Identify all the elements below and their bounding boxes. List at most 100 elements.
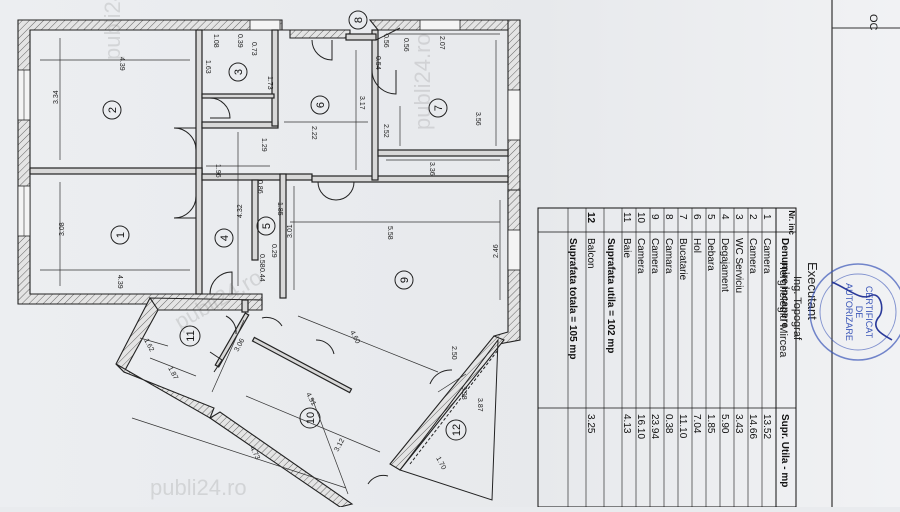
table-row: 8 Camara 0.38 bbox=[663, 214, 674, 434]
svg-text:14.66: 14.66 bbox=[747, 414, 758, 439]
room-number: 4 bbox=[219, 235, 231, 241]
svg-text:Camera: Camera bbox=[761, 238, 772, 274]
table-header-name: Denumire incapere bbox=[779, 238, 790, 328]
dim-label: 1.87 bbox=[166, 366, 179, 381]
svg-text:publi24.ro: publi24.ro bbox=[150, 475, 247, 500]
dim-label: 4.39 bbox=[116, 275, 123, 289]
dim-label: 2.46 bbox=[493, 244, 500, 258]
dim-label: 0.54 bbox=[374, 56, 381, 70]
table-row: 1 Camera 13.52 bbox=[761, 214, 772, 439]
svg-text:7: 7 bbox=[677, 214, 688, 220]
signature-scribble bbox=[831, 281, 893, 341]
table-header-area: Supr. Utila - mp bbox=[779, 414, 790, 487]
dim-label: 3.98 bbox=[460, 386, 467, 400]
svg-text:4: 4 bbox=[719, 214, 730, 220]
dim-label: 1.73 bbox=[266, 76, 273, 90]
watermarks: publi24.ro publi24.ro publi24.ro publi24… bbox=[100, 0, 435, 500]
authorization-stamp: CERTIFICAT DE AUTORIZARE bbox=[809, 263, 900, 361]
dim-label: 2.22 bbox=[310, 126, 317, 140]
svg-text:7.04: 7.04 bbox=[691, 414, 702, 434]
table-row-balcony: 12 Balcon 3.25 bbox=[585, 212, 596, 434]
svg-text:13.52: 13.52 bbox=[761, 414, 772, 439]
stamp-line-3: AUTORIZARE bbox=[844, 283, 854, 341]
dim-label: 0.29 bbox=[270, 244, 277, 258]
svg-text:2: 2 bbox=[747, 214, 758, 220]
dim-label: 5.58 bbox=[386, 226, 393, 240]
dim-label: 3.36 bbox=[428, 162, 435, 176]
room-table: Nr. inc Denumire incapere Supr. Utila - … bbox=[537, 207, 797, 508]
dim-label: 1.62 bbox=[142, 338, 155, 353]
dim-label: 0.56 bbox=[402, 38, 409, 52]
svg-text:Degajament: Degajament bbox=[719, 238, 730, 292]
dim-label: 1.29 bbox=[260, 138, 267, 152]
table-subtotal: Suprafata utila = 102 mp bbox=[605, 238, 616, 353]
table-row: 3 WC Serviciu 3.43 bbox=[733, 214, 744, 434]
corner-text: OC bbox=[867, 14, 879, 31]
svg-text:Hol: Hol bbox=[691, 238, 702, 253]
room-numbers: 1 2 3 4 5 6 7 8 9 10 11 12 bbox=[107, 17, 463, 436]
dim-label: 3.08 bbox=[59, 222, 66, 236]
table-total: Suprafata totala = 105 mp bbox=[567, 238, 578, 359]
table-row: 7 Bucatarie 11.10 bbox=[677, 214, 688, 439]
dim-label: 3.01 bbox=[287, 224, 294, 238]
dim-label: 0.56 bbox=[382, 34, 389, 48]
dim-label: 4.32 bbox=[237, 204, 244, 218]
dim-label: 1.08 bbox=[212, 34, 219, 48]
exterior-walls bbox=[17, 19, 521, 508]
svg-text:3.25: 3.25 bbox=[585, 414, 596, 434]
dim-label: 0.73 bbox=[250, 42, 257, 56]
dim-label: 0.39 bbox=[236, 34, 243, 48]
svg-text:1: 1 bbox=[761, 214, 772, 220]
table-row: 10 Camera 16.10 bbox=[635, 212, 646, 439]
svg-text:publi24.ro: publi24.ro bbox=[100, 0, 125, 60]
room-number: 12 bbox=[451, 424, 463, 436]
svg-text:10: 10 bbox=[635, 212, 646, 224]
svg-text:12: 12 bbox=[585, 212, 596, 224]
dim-label: 3.34 bbox=[53, 90, 60, 104]
svg-text:Debara: Debara bbox=[705, 238, 716, 271]
executant-role: Ing. Topograf bbox=[791, 276, 803, 341]
dim-label: 3.56 bbox=[474, 112, 481, 126]
room-markers bbox=[102, 10, 467, 441]
svg-text:11: 11 bbox=[621, 212, 632, 223]
room-number: 6 bbox=[315, 102, 327, 108]
dim-label: 2.52 bbox=[382, 124, 389, 138]
svg-text:3: 3 bbox=[733, 214, 744, 220]
svg-text:1.85: 1.85 bbox=[705, 414, 716, 434]
room-number: 1 bbox=[115, 232, 127, 238]
executant-title: Executant bbox=[805, 262, 820, 320]
svg-text:9: 9 bbox=[649, 214, 660, 220]
svg-text:8: 8 bbox=[663, 214, 674, 220]
dimension-lines bbox=[40, 33, 501, 495]
table-header-nr: Nr. inc bbox=[787, 210, 796, 235]
svg-text:Camera: Camera bbox=[747, 238, 758, 274]
table-row: 2 Camera 14.66 bbox=[747, 214, 758, 439]
balcony-outline bbox=[399, 338, 499, 501]
svg-text:0.38: 0.38 bbox=[663, 414, 674, 434]
table-row: 11 Baie 4.13 bbox=[621, 212, 632, 434]
svg-text:4.13: 4.13 bbox=[621, 414, 632, 434]
table-row: 6 Hol 7.04 bbox=[691, 214, 702, 434]
dim-label: 4.91 bbox=[304, 392, 317, 407]
room-number: 8 bbox=[353, 17, 365, 23]
table-row: 4 Degajament 5.90 bbox=[719, 214, 730, 434]
executant-name: Herghelegiu Mircea bbox=[777, 262, 789, 358]
svg-text:Balcon: Balcon bbox=[585, 238, 596, 269]
room-number: 3 bbox=[233, 69, 245, 75]
svg-text:Camera: Camera bbox=[635, 238, 646, 274]
stamp-line-1: CERTIFICAT bbox=[864, 286, 874, 339]
room-number: 9 bbox=[399, 277, 411, 283]
interior-walls bbox=[29, 29, 509, 394]
room-number: 2 bbox=[107, 107, 119, 113]
dim-label: 2.50 bbox=[450, 346, 457, 360]
dim-label: 1.70 bbox=[434, 456, 447, 471]
stamp-line-2: DE bbox=[854, 306, 864, 319]
svg-text:5: 5 bbox=[705, 214, 716, 220]
dim-label: 2.07 bbox=[438, 36, 445, 50]
room-number: 5 bbox=[261, 223, 273, 229]
room-number: 7 bbox=[433, 105, 445, 111]
doors bbox=[173, 27, 453, 485]
svg-text:23.94: 23.94 bbox=[649, 414, 660, 439]
